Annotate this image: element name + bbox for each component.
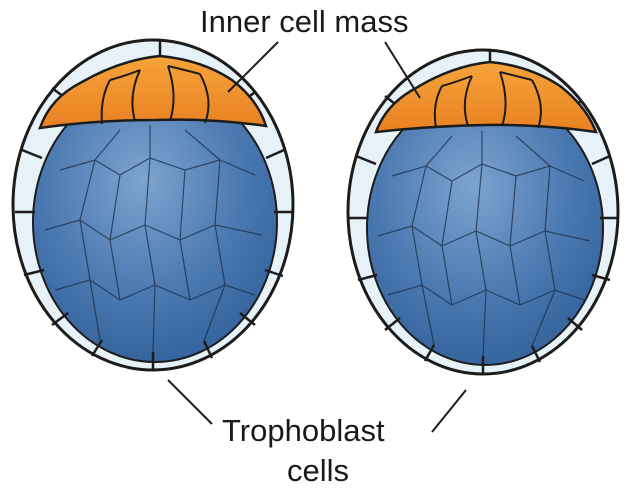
trophoblast-label-line2: cells: [287, 455, 349, 486]
inner-cell-mass: [376, 62, 596, 132]
inner-cell-mass: [40, 56, 266, 128]
blastocyst-left: [13, 40, 293, 370]
blastocyst-right: [348, 50, 618, 374]
leader-icm-left: [228, 42, 278, 92]
leader-tropho-left: [168, 380, 212, 424]
inner-cell-mass-label: Inner cell mass: [200, 6, 408, 37]
leader-tropho-right: [432, 390, 466, 432]
trophoblast-label-line1: Trophoblast: [222, 415, 385, 446]
